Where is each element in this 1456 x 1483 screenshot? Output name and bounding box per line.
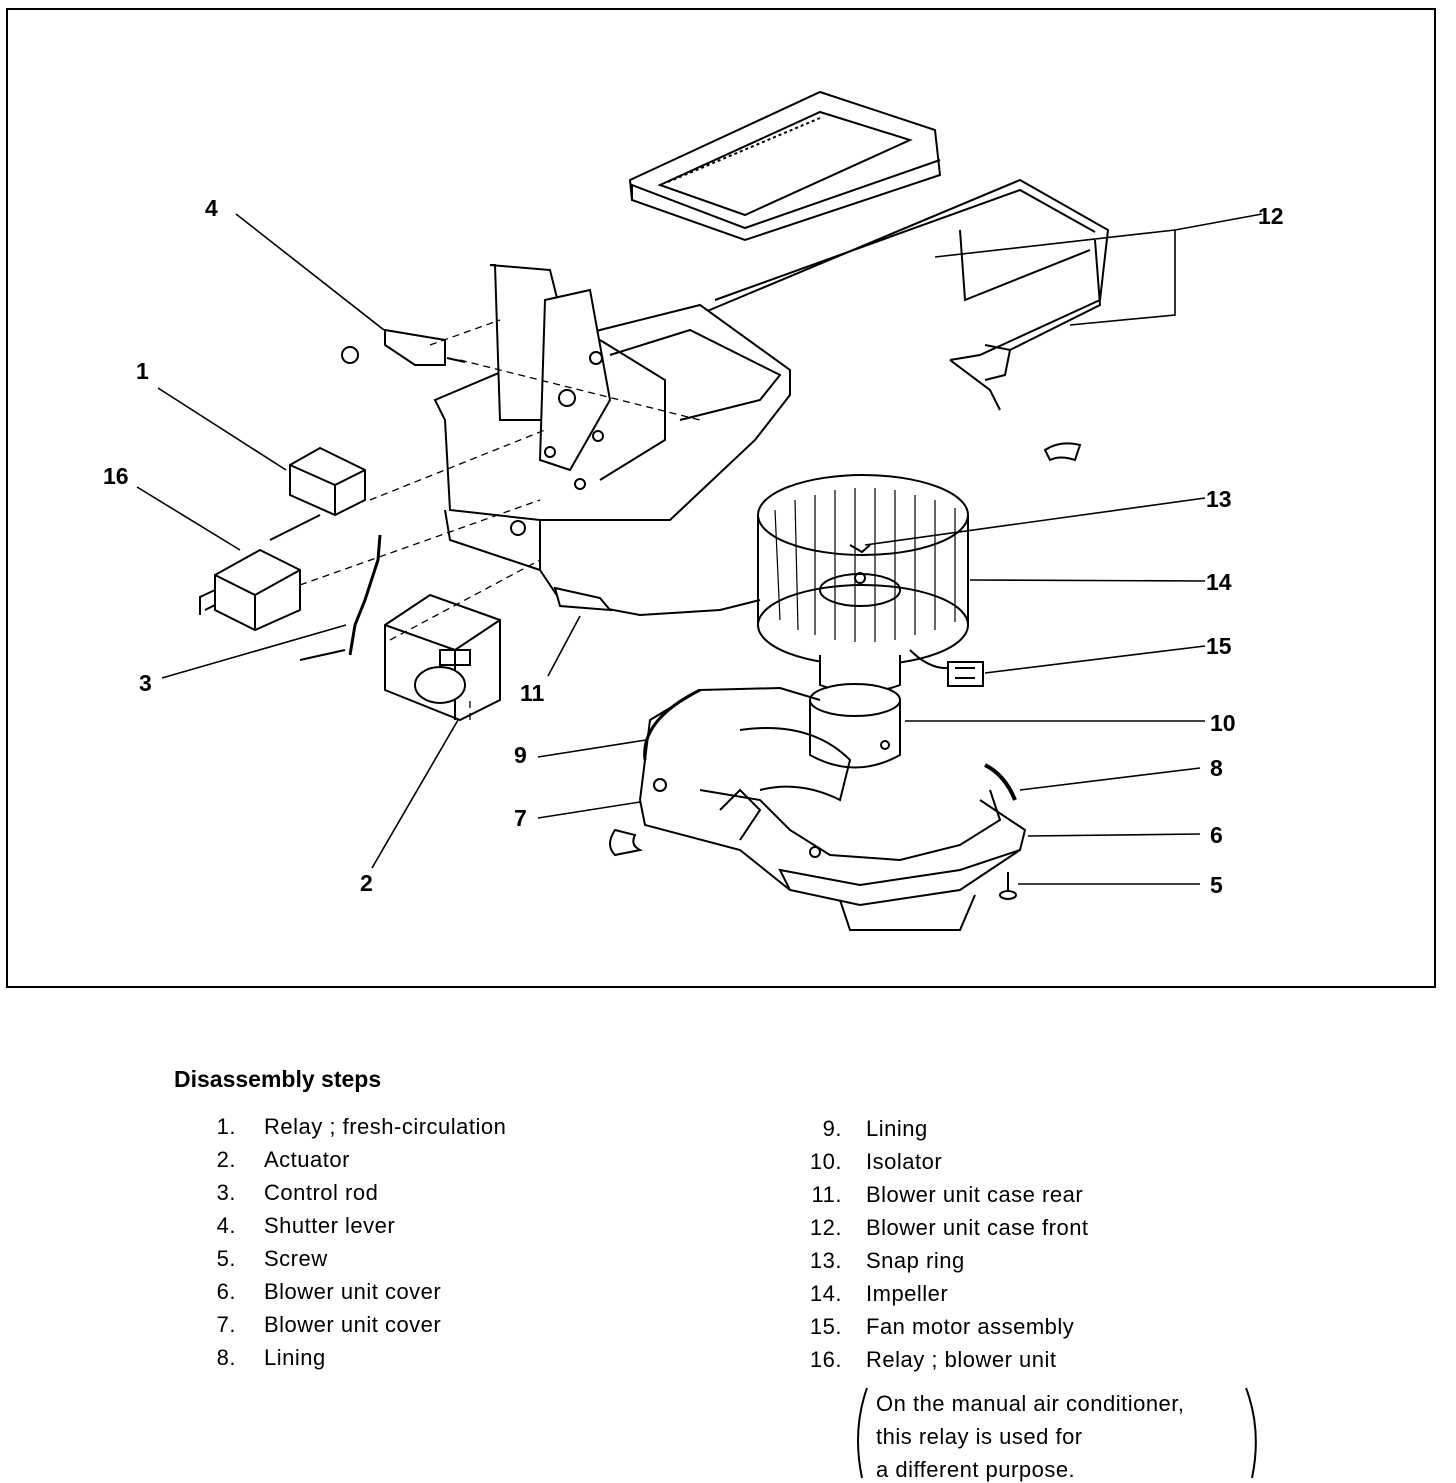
callout-1: 1	[136, 358, 149, 384]
clip-drawing	[1043, 442, 1082, 462]
callout-11: 11	[520, 680, 545, 706]
step-number: 7.	[216, 1312, 236, 1337]
step-number: 9.	[822, 1116, 842, 1141]
blower-cover-drawing	[639, 686, 1027, 931]
step-label: Relay ; fresh-circulation	[264, 1114, 507, 1139]
step-number: 8.	[216, 1345, 236, 1370]
step-label: Blower unit case rear	[866, 1182, 1084, 1207]
lining-9-drawing	[643, 688, 701, 761]
fan-motor-drawing	[819, 649, 984, 694]
shutter-lever-drawing	[341, 328, 466, 366]
relay-16-drawing	[199, 548, 301, 632]
step-label: Blower unit case front	[866, 1215, 1089, 1240]
step-number: 1.	[216, 1114, 236, 1139]
leader-lines	[136, 213, 1263, 885]
callout-2: 2	[360, 870, 373, 896]
step-label: Screw	[264, 1246, 328, 1271]
clip-drawing	[609, 828, 644, 857]
note-line: this relay is used for	[876, 1424, 1083, 1449]
step-label: Blower unit cover	[264, 1312, 442, 1337]
actuator-drawing	[299, 593, 501, 722]
step-number: 15.	[809, 1314, 842, 1339]
step-label: Actuator	[264, 1147, 350, 1172]
exploded-view-diagram	[136, 90, 1263, 931]
callout-3: 3	[139, 670, 152, 696]
step-label: Lining	[866, 1116, 928, 1141]
callout-8: 8	[1210, 755, 1223, 781]
step-label: Blower unit cover	[264, 1279, 442, 1304]
step-label: Snap ring	[866, 1248, 965, 1273]
steps-heading: Disassembly steps	[174, 1066, 382, 1092]
callout-7: 7	[514, 805, 527, 831]
step-number: 3.	[216, 1180, 236, 1205]
step-label: Isolator	[866, 1149, 943, 1174]
control-rod-drawing	[348, 534, 382, 656]
step-number: 13.	[809, 1248, 842, 1273]
callout-14: 14	[1206, 569, 1232, 595]
step-number: 2.	[216, 1147, 236, 1172]
case-front-drawing	[704, 178, 1110, 411]
step-label: Impeller	[866, 1281, 949, 1306]
callout-15: 15	[1206, 633, 1232, 659]
step-label: Control rod	[264, 1180, 379, 1205]
callout-10: 10	[1210, 710, 1236, 736]
step-number: 4.	[216, 1213, 236, 1238]
step-number: 10.	[809, 1149, 842, 1174]
callout-16: 16	[103, 463, 129, 489]
step-number: 14.	[809, 1281, 842, 1306]
note-line: a different purpose.	[876, 1457, 1076, 1482]
step-label: Fan motor assembly	[866, 1314, 1075, 1339]
relay-1-drawing	[269, 446, 366, 541]
step-number: 5.	[216, 1246, 236, 1271]
impeller-drawing	[757, 474, 969, 666]
figure-frame	[6, 8, 1436, 988]
step-number: 6.	[216, 1279, 236, 1304]
note-line: On the manual air conditioner,	[876, 1391, 1185, 1416]
assembly-guide-lines	[299, 319, 701, 720]
callout-5: 5	[1210, 872, 1223, 898]
isolator-drawing	[809, 683, 901, 769]
step-label: Shutter lever	[264, 1213, 396, 1238]
step-label: Lining	[264, 1345, 326, 1370]
callout-6: 6	[1210, 822, 1223, 848]
callout-12: 12	[1258, 203, 1284, 229]
lining-8-drawing	[984, 763, 1017, 801]
callout-9: 9	[514, 742, 527, 768]
step-label: Relay ; blower unit	[866, 1347, 1057, 1372]
callout-4: 4	[205, 195, 218, 221]
step-number: 12.	[809, 1215, 842, 1240]
step-number: 11.	[811, 1182, 842, 1207]
filter-drawing	[628, 90, 942, 242]
step-number: 16.	[809, 1347, 842, 1372]
screw-5-drawing	[999, 872, 1017, 900]
callout-13: 13	[1206, 486, 1232, 512]
